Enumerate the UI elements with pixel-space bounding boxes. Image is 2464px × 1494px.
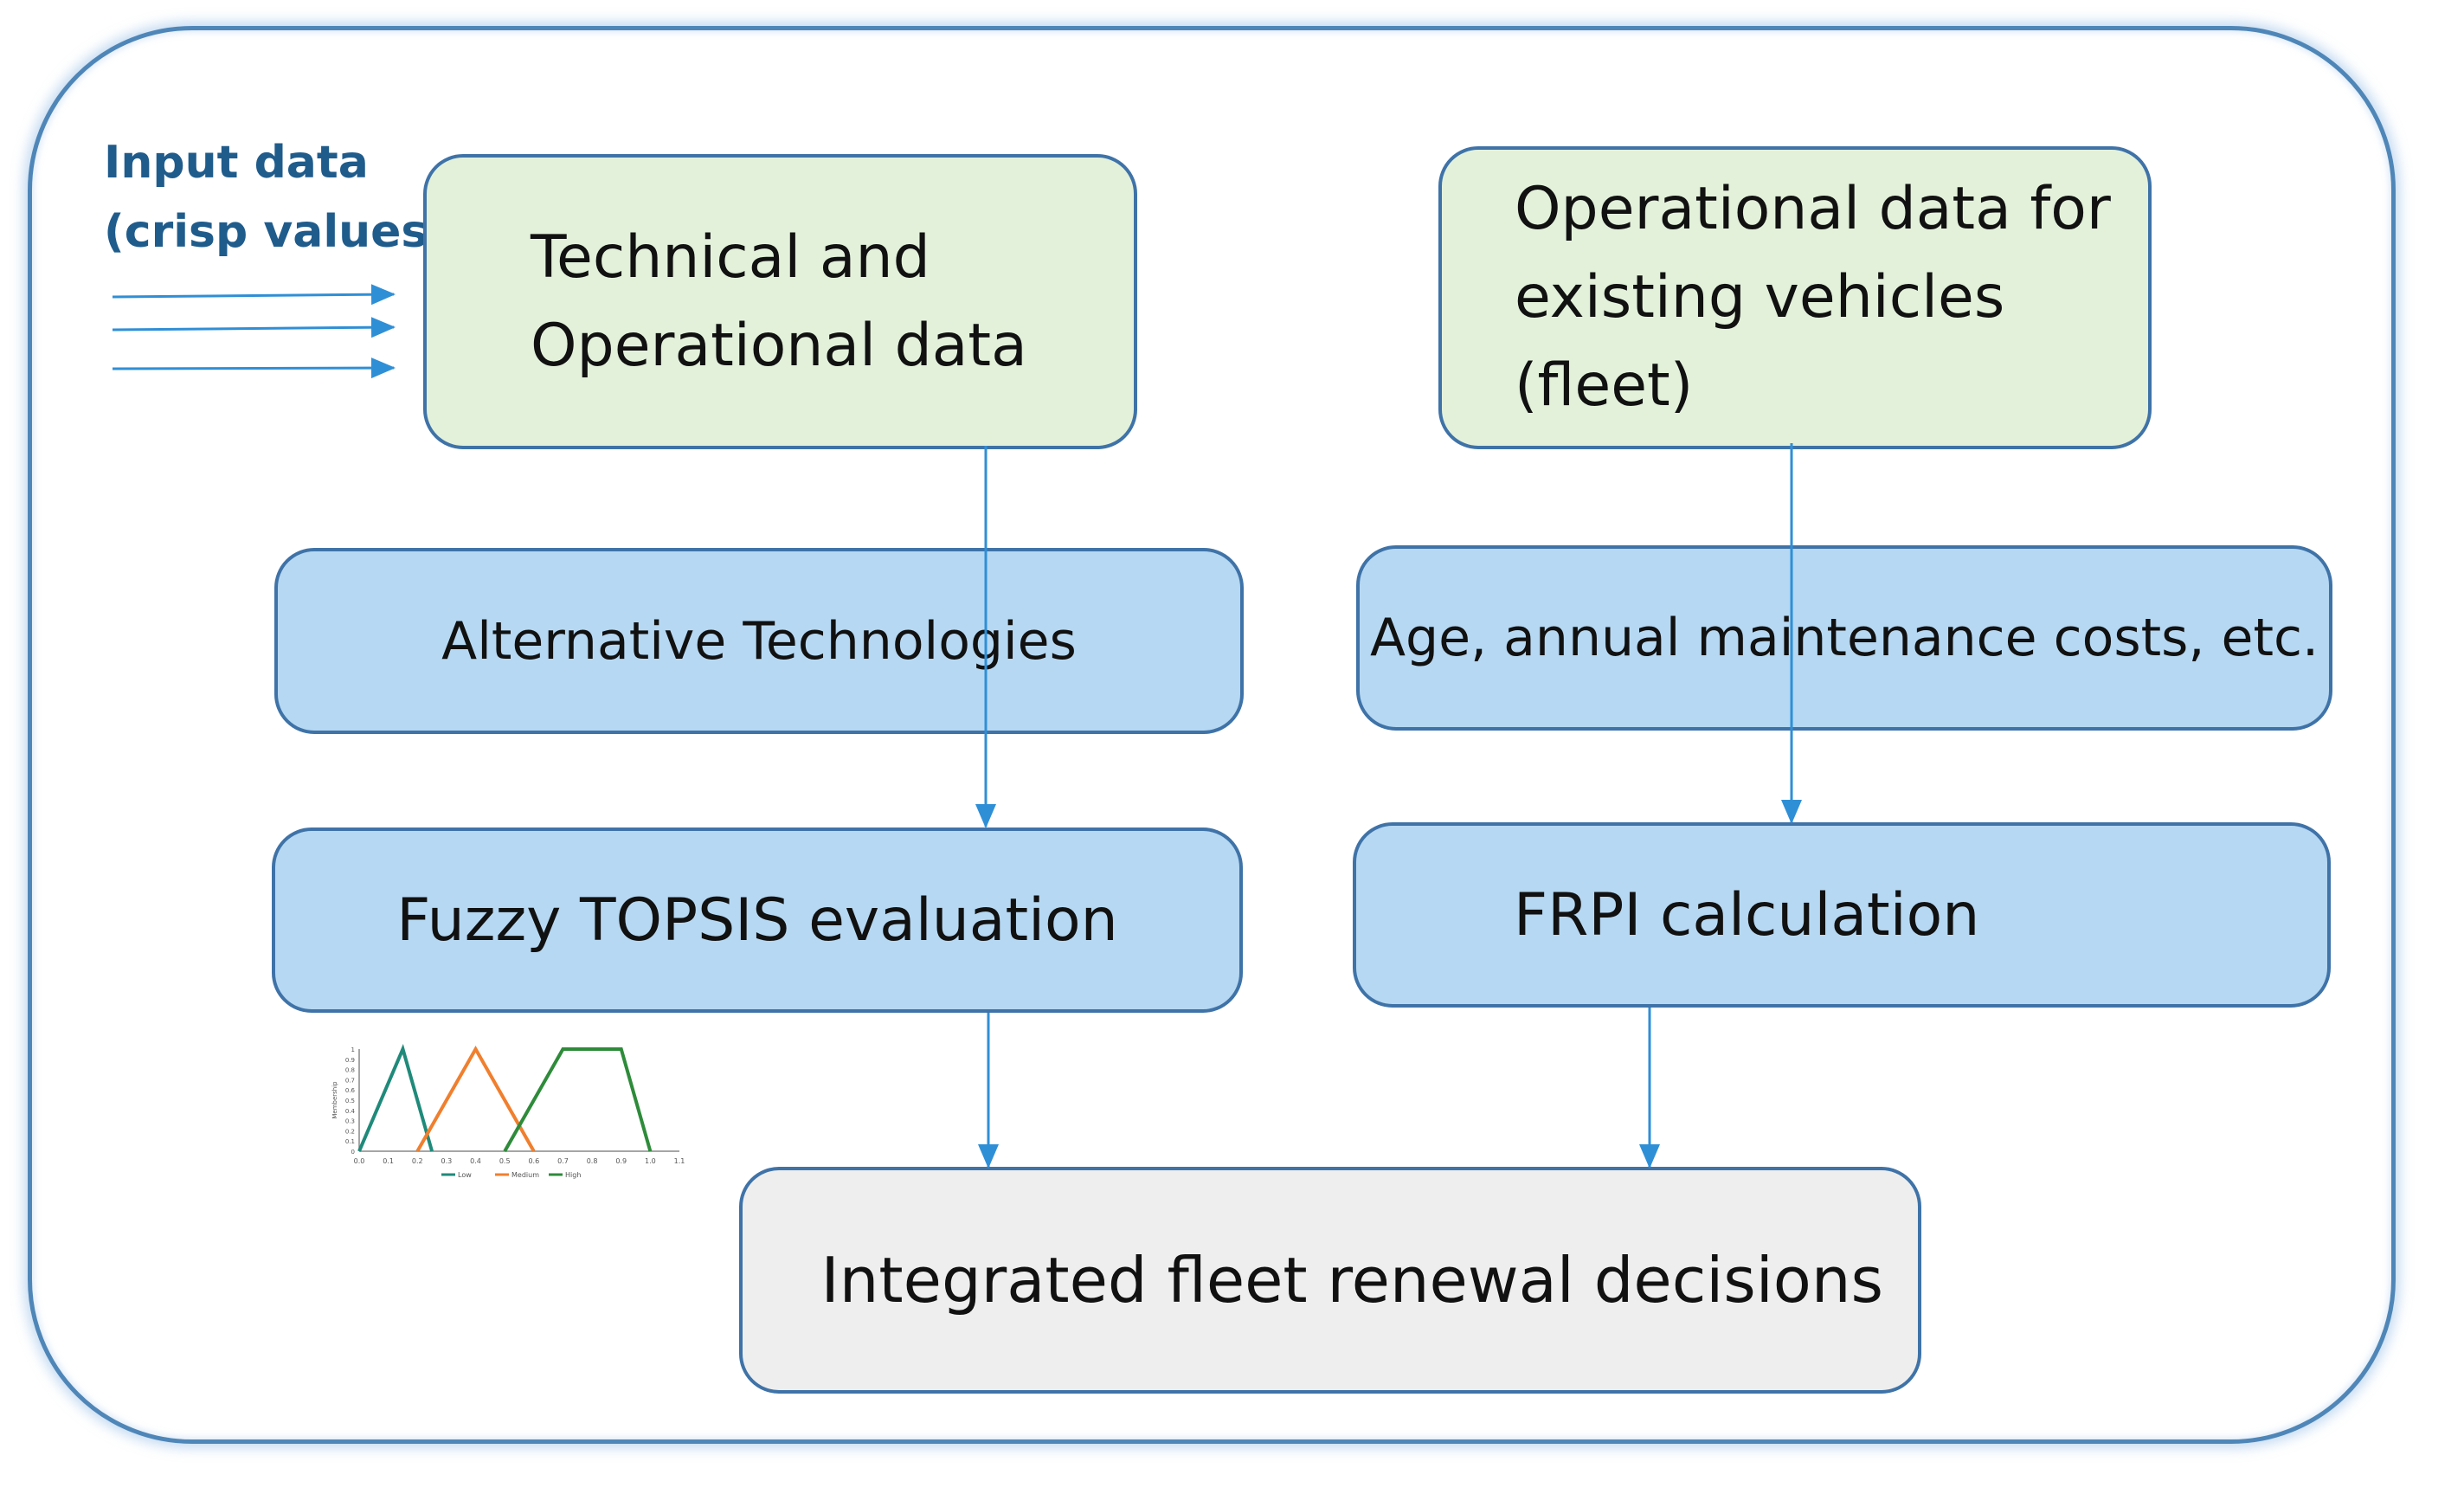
mf-y-tick-label: 0.6 (345, 1087, 356, 1094)
mf-legend-label-high: High (565, 1171, 581, 1179)
input-arrow-1 (112, 284, 396, 306)
mf-y-tick-label: 0.8 (345, 1067, 355, 1074)
mf-legend-label-low: Low (458, 1171, 472, 1179)
frpi-calculation-text: FRPI calculation (1514, 880, 1980, 950)
input-arrow-3 (112, 357, 396, 379)
mf-x-tick-label: 0.9 (615, 1157, 627, 1165)
fleet-operational-data-text: Operational data for existing vehicles (… (1515, 175, 2111, 420)
integrated-decisions-text: Integrated fleet renewal decisions (820, 1244, 1883, 1317)
mf-y-tick-label: 0.7 (345, 1077, 355, 1084)
fleet-operational-data-box: Operational data for existing vehicles (… (1438, 146, 2152, 449)
technical-operational-data-box: Technical and Operational data (423, 154, 1137, 449)
mf-x-tick-label: 0.3 (441, 1157, 453, 1165)
mf-x-tick-label: 0.7 (557, 1157, 569, 1165)
mf-y-tick-label: 0.2 (345, 1128, 355, 1135)
integrated-decisions-box: Integrated fleet renewal decisions (739, 1167, 1921, 1394)
mf-x-tick-label: 0.4 (470, 1157, 481, 1165)
mf-x-tick-label: 0.8 (587, 1157, 598, 1165)
mf-x-tick-label: 0.1 (383, 1157, 394, 1165)
mf-legend-label-medium: Medium (511, 1171, 539, 1179)
fuzzy-topsis-box: Fuzzy TOPSIS evaluation (272, 827, 1243, 1013)
alternative-technologies-box: Alternative Technologies (274, 548, 1244, 734)
mf-y-tick-label: 0 (351, 1149, 355, 1156)
mf-y-tick-label: 0.5 (345, 1098, 355, 1104)
input-label-line1: Input data (104, 137, 369, 189)
mf-series-medium (415, 1045, 536, 1152)
mf-x-tick-label: 0.2 (412, 1157, 423, 1165)
alternative-technologies-text: Alternative Technologies (441, 610, 1077, 672)
age-maintenance-costs-text: Age, annual maintenance costs, etc. (1369, 608, 2319, 668)
mf-y-tick-label: 0.1 (345, 1138, 355, 1145)
fuzzy-topsis-text: Fuzzy TOPSIS evaluation (396, 885, 1118, 955)
input-arrow-2 (112, 317, 396, 338)
mf-y-tick-label: 0.3 (345, 1118, 355, 1125)
mf-y-label: Membership (331, 1081, 338, 1119)
mf-x-tick-label: 0.5 (499, 1157, 511, 1165)
mf-y-tick-label: 0.4 (345, 1108, 356, 1115)
frpi-calculation-box: FRPI calculation (1353, 822, 2331, 1008)
mf-x-tick-label: 1.1 (674, 1157, 685, 1165)
mf-series-high (503, 1047, 653, 1152)
mf-x-tick-label: 0.0 (354, 1157, 365, 1165)
mf-series-low (357, 1044, 434, 1152)
input-data-label: Input data (crisp values) (104, 128, 448, 267)
technical-operational-data-text: Technical and Operational data (531, 222, 1027, 380)
mf-x-tick-label: 1.0 (645, 1157, 656, 1165)
membership-function-chart: 0.0 0.1 0.2 0.3 0.4 0.5 0.6 0.7 0.8 0.9 1.0 1.1 0 0.1… (331, 1044, 685, 1179)
mf-y-tick-label: 1 (351, 1046, 355, 1053)
input-label-line2: (crisp values) (104, 206, 449, 258)
age-maintenance-costs-box: Age, annual maintenance costs, etc. (1356, 545, 2332, 731)
mf-y-tick-label: 0.9 (345, 1057, 355, 1064)
mf-x-tick-label: 0.6 (528, 1157, 539, 1165)
